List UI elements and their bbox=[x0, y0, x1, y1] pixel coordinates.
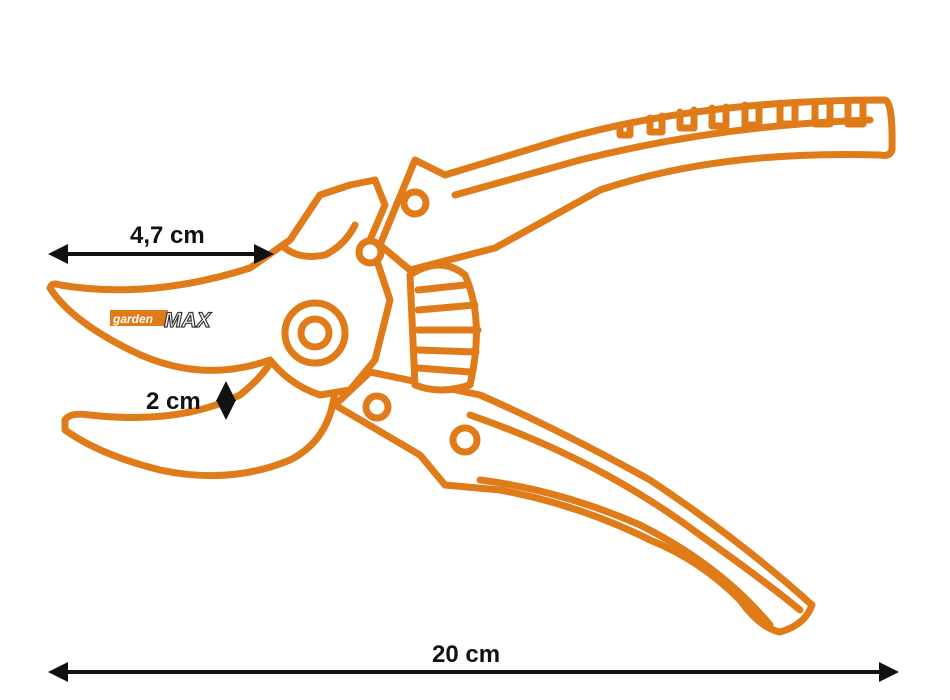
svg-text:garden: garden bbox=[112, 312, 153, 326]
spring bbox=[406, 261, 482, 394]
upper-handle bbox=[376, 96, 896, 274]
lower-blade bbox=[61, 351, 339, 480]
total-length-label: 20 cm bbox=[432, 641, 501, 668]
upper-blade bbox=[46, 176, 394, 399]
lower-handle bbox=[331, 368, 816, 636]
svg-text:MAX: MAX bbox=[164, 309, 213, 332]
rivet bbox=[362, 392, 392, 422]
blade-opening-label: 2 cm bbox=[146, 388, 201, 415]
rivet bbox=[355, 237, 385, 267]
pivot-bolt bbox=[281, 299, 349, 367]
gardenmax-logo: garden MAX bbox=[110, 308, 213, 333]
rivet bbox=[449, 424, 481, 456]
handle-grip-ridges bbox=[616, 97, 867, 139]
blade-length-label: 4,7 cm bbox=[130, 222, 205, 249]
rivet bbox=[400, 188, 430, 218]
